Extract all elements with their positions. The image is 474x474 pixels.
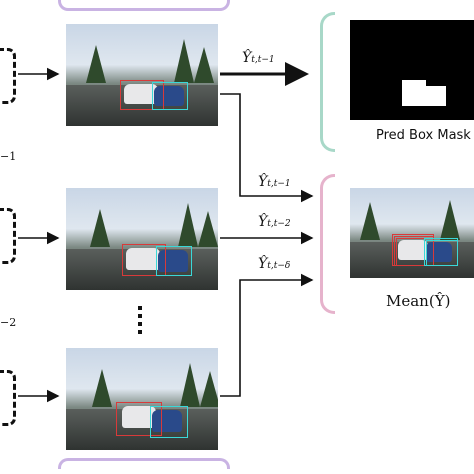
- mean-prediction-image: [350, 188, 474, 278]
- input-frame-dashed-bottom: [0, 370, 16, 426]
- pred-box-mask-label: Pred Box Mask: [376, 128, 471, 143]
- input-frame-dashed-top: [0, 48, 16, 104]
- video-frame-t-minus-delta: [66, 348, 218, 450]
- ellipsis-dots: [138, 306, 142, 338]
- video-frame-t-minus-2: [66, 188, 218, 290]
- label-y-t-t-minus-2: Ŷt,t−2: [258, 214, 291, 230]
- label-y-t-t-minus-delta: Ŷt,t−δ: [258, 256, 291, 272]
- left-sub-label-2: −2: [0, 316, 17, 329]
- label-y-t-t-minus-1-top: Ŷt,t−1: [242, 50, 275, 66]
- pred-box-mask-image: [350, 20, 474, 120]
- label-y-t-t-minus-1-mid: Ŷt,t−1: [258, 174, 291, 190]
- mean-label: Mean(Ŷ): [386, 292, 451, 310]
- frames-group-bracket-bottom: [58, 458, 230, 469]
- video-frame-t-minus-1: [66, 24, 218, 126]
- left-sub-label-1: −1: [0, 150, 17, 163]
- pred-mask-brace: [320, 12, 335, 152]
- frames-group-bracket-top: [58, 0, 230, 11]
- mean-brace: [320, 174, 335, 314]
- input-frame-dashed-mid: [0, 208, 16, 264]
